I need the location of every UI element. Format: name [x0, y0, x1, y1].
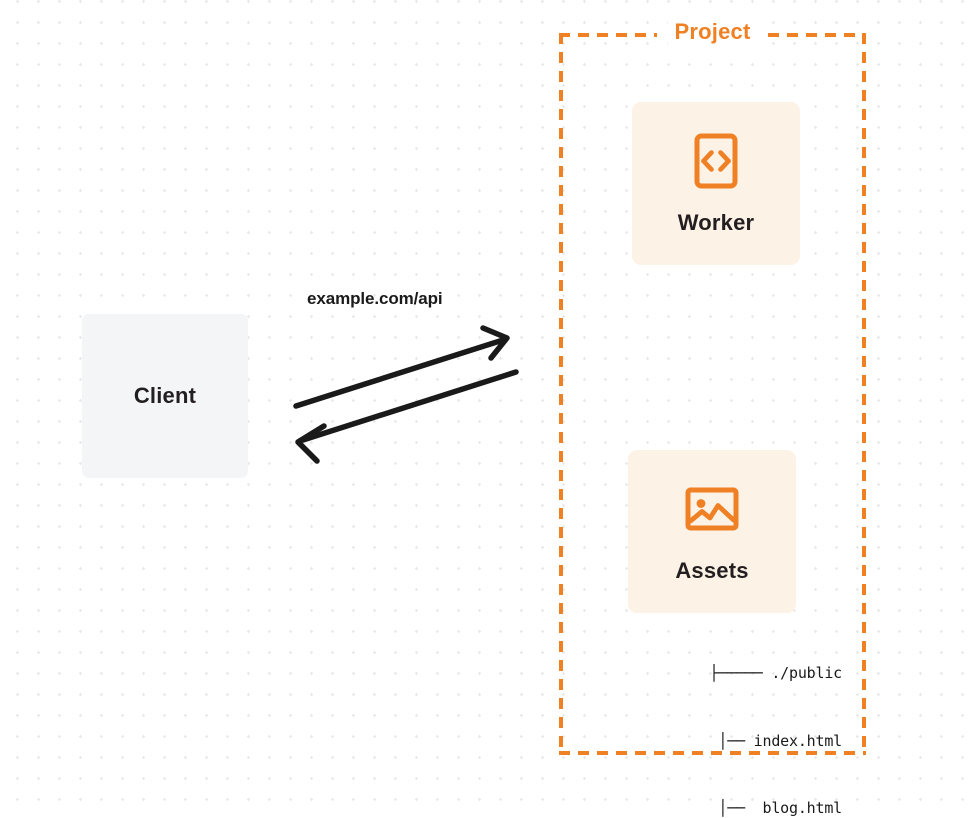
- client-node: Client: [82, 314, 248, 478]
- project-border-left: [559, 33, 563, 755]
- response-arrow: [295, 369, 519, 464]
- connection-arrows: [293, 325, 519, 464]
- connection-label: example.com/api: [307, 289, 443, 308]
- worker-card-label: Worker: [677, 209, 755, 235]
- file-tree-row-1: │── index.html: [665, 731, 842, 750]
- worker-card: Worker: [632, 102, 800, 265]
- project-border-top-right: [768, 33, 866, 37]
- file-tree-row-0: ├───── ./public: [709, 664, 843, 682]
- request-arrow: [293, 325, 510, 409]
- file-tree-row-2: │── blog.html: [665, 799, 842, 817]
- project-container: Project Worker Assets ├───── ./public │─…: [559, 19, 866, 817]
- assets-card-label: Assets: [675, 557, 749, 583]
- project-border-right: [862, 33, 866, 755]
- assets-card: Assets: [628, 450, 796, 613]
- image-picture-icon: [685, 487, 739, 530]
- code-brackets-icon: [694, 133, 738, 188]
- project-border-bottom: [559, 751, 866, 755]
- project-title: Project: [667, 19, 758, 45]
- client-label: Client: [133, 383, 197, 408]
- asset-file-tree: ├───── ./public │── index.html │── blog.…: [597, 617, 843, 818]
- project-border-top-left: [559, 33, 657, 37]
